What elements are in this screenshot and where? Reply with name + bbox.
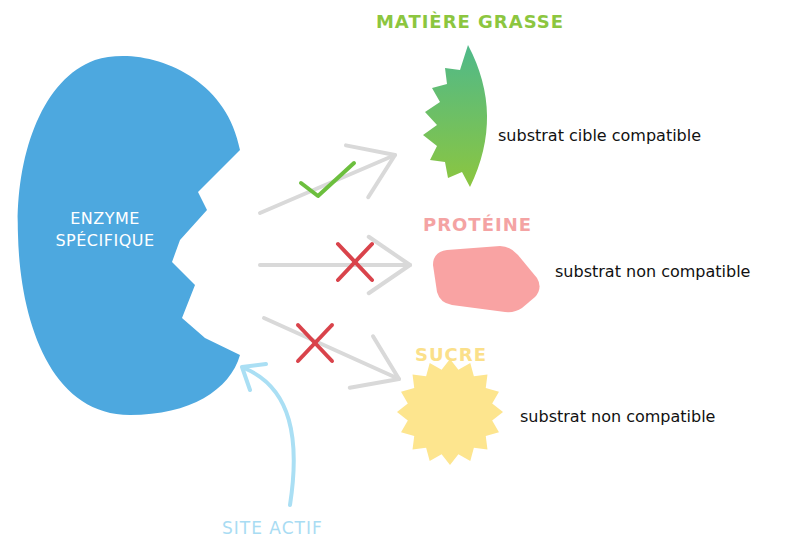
- cross-stroke: [298, 325, 332, 361]
- arrow-shaft: [260, 263, 410, 267]
- substrate-node: PROTÉINE substrat non compatible: [420, 205, 795, 320]
- cross-mark: [338, 244, 372, 280]
- shape-canvas: [370, 5, 795, 195]
- pointer-head: [242, 364, 266, 390]
- enzyme-label: ENZYME SPÉCIFIQUE: [45, 208, 165, 251]
- substrate-heading: SUCRE: [390, 344, 512, 365]
- check-mark-path: [301, 163, 354, 196]
- arrow-head: [350, 336, 399, 387]
- substrate-heading: PROTÉINE: [420, 214, 535, 235]
- arrow-head: [346, 145, 395, 197]
- arrow-connector: [260, 237, 410, 293]
- cross-stroke: [298, 325, 332, 361]
- arrow-head: [369, 237, 410, 293]
- protein-substrate-shape: [433, 246, 540, 312]
- enzyme-shape: [18, 56, 240, 415]
- substrate-description: substrat non compatible: [520, 407, 715, 426]
- pointer-curve: [244, 368, 294, 505]
- enzyme-node: ENZYME SPÉCIFIQUE: [15, 45, 247, 420]
- substrate-description: substrat non compatible: [555, 262, 750, 281]
- arrow-connector: [264, 318, 399, 388]
- check-mark: [301, 163, 354, 196]
- sugar-substrate-shape: [397, 359, 503, 465]
- cross-stroke: [338, 244, 372, 280]
- cross-stroke: [338, 244, 372, 280]
- arrow-shaft: [260, 155, 395, 213]
- substrate-description: substrat cible compatible: [498, 126, 701, 145]
- arrow-connector: [260, 145, 395, 213]
- fat-substrate-shape: [423, 45, 487, 187]
- substrate-node: SUCRE substrat non compatible: [390, 340, 795, 470]
- substrate-heading: MATIÈRE GRASSE: [370, 11, 570, 32]
- arrow-shaft: [264, 318, 399, 379]
- cross-mark: [298, 325, 332, 361]
- active-site-pointer: [242, 364, 294, 505]
- part-label: SITE ACTIF: [222, 518, 323, 538]
- substrate-node: MATIÈRE GRASSE substrat cible compatible: [370, 5, 795, 195]
